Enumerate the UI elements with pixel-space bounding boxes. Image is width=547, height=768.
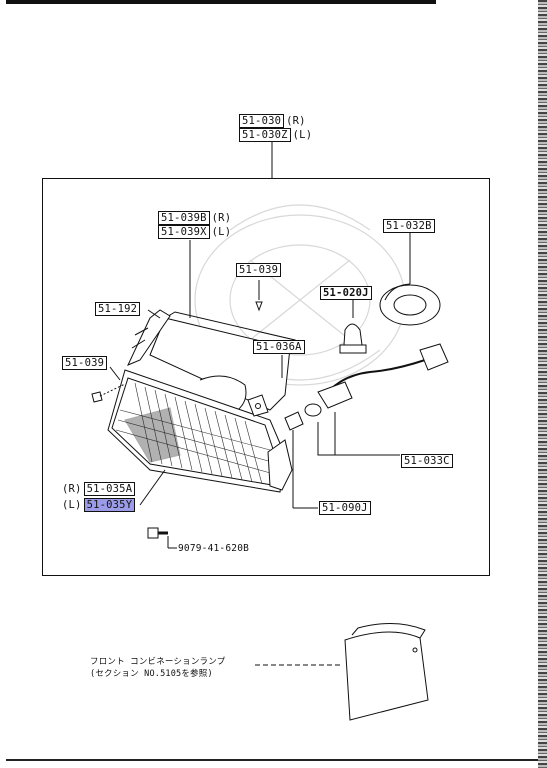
socket-033c — [317, 381, 353, 409]
label-039-top: 51-039 — [236, 263, 282, 277]
screw-left — [91, 391, 103, 403]
label-032b: 51-032B — [383, 219, 435, 233]
label-039-left: 51-039 — [62, 356, 108, 370]
label-090j: 51-090J — [319, 501, 371, 515]
harness-wire — [329, 359, 426, 391]
screw-top — [255, 301, 263, 312]
label-035y: (L)51-035Y — [62, 498, 136, 512]
label-039b: 51-039B(R) — [158, 211, 231, 225]
label-036a: 51-036A — [253, 340, 305, 354]
mount-tab — [247, 394, 269, 417]
lens-hatching — [115, 382, 275, 485]
label-assembly-r: 51-030(R) — [239, 114, 306, 128]
bulb-090j — [284, 411, 304, 431]
label-bolt: 9079-41-620B — [178, 543, 250, 554]
bulb-020j — [343, 323, 363, 346]
assembly-frame — [42, 178, 490, 576]
label-039x: 51-039X(L) — [158, 225, 231, 239]
reflector-dome — [199, 375, 247, 416]
label-033c: 51-033C — [401, 454, 453, 468]
connector — [419, 343, 449, 371]
bottom-rule — [6, 759, 538, 761]
leader-035 — [139, 469, 166, 506]
bolt-head — [147, 527, 159, 539]
label-035a: (R)51-035A — [62, 482, 136, 496]
scan-edge — [538, 0, 547, 768]
side-marker — [267, 439, 293, 491]
note-line-2: (セクション NO.5105を参照) — [90, 669, 213, 679]
combination-lamp — [344, 631, 429, 721]
leader-033c — [317, 422, 400, 456]
label-020j: 51-020J — [320, 286, 372, 300]
highlighted-part[interactable]: 51-035Y — [83, 498, 136, 512]
lens-shadow — [124, 407, 181, 463]
top-rule — [6, 0, 436, 4]
seal-ring — [304, 403, 322, 417]
label-192: 51-192 — [95, 302, 141, 316]
note-line-1: フロント コンビネーションランプ — [90, 657, 226, 667]
label-assembly-l: 51-030Z(L) — [239, 128, 312, 142]
bracket-192 — [126, 309, 171, 366]
socket-ring-032b — [379, 284, 441, 326]
